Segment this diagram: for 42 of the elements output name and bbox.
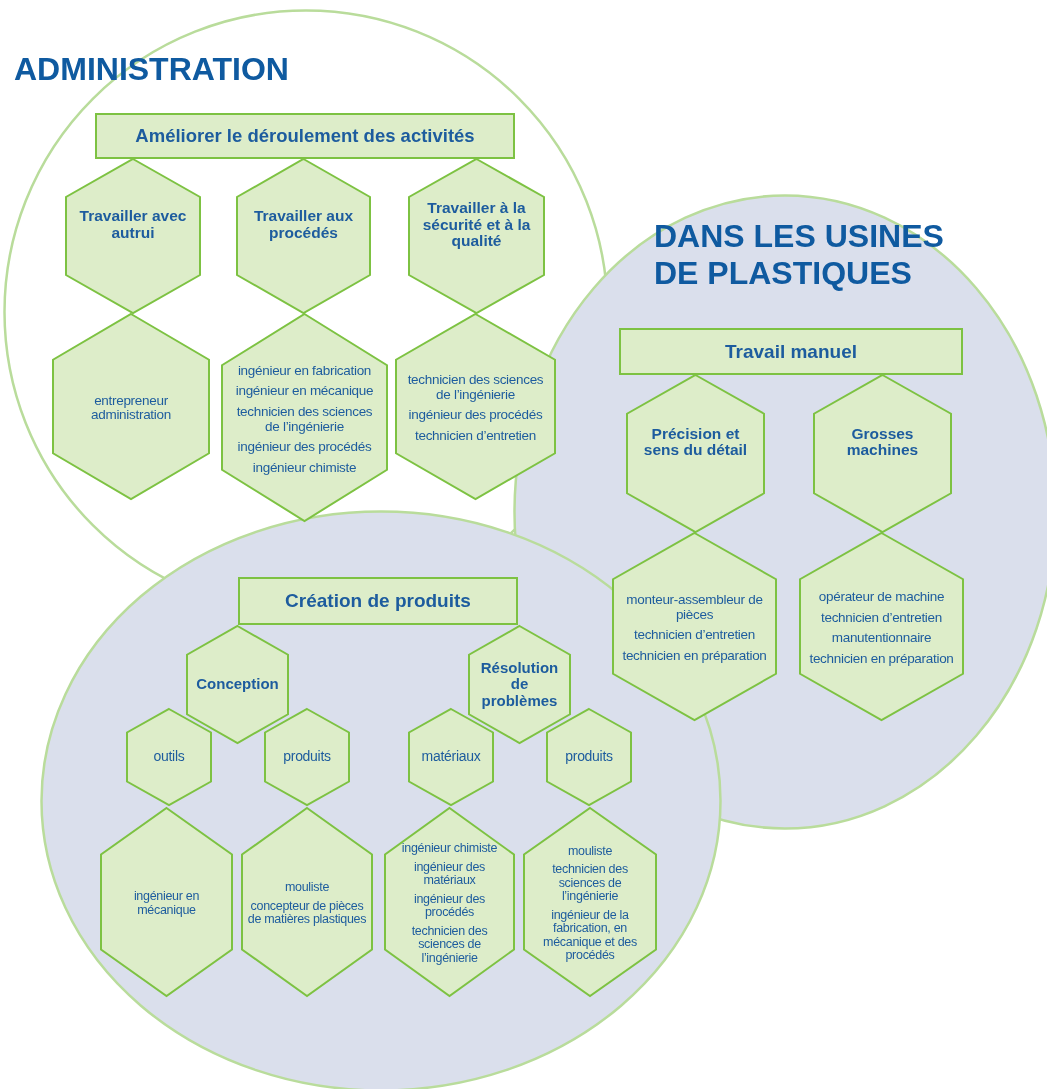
job-title: ingénieur de la fabrication, en mécanique et des procédés [542,908,638,963]
job-title: ingénieur des procédés [412,892,487,920]
job-title: technicien des sciences de l’ingénierie [410,924,489,966]
category-label: Grosses machines [845,425,920,460]
section-heading: DANS LES USINES DE PLASTIQUES [654,218,945,292]
job-title: technicien en préparation [622,648,767,664]
category-label: Conception [196,676,279,693]
job-title: technicien d’entretien [415,428,536,444]
job-title: produits [565,749,613,765]
job-title: produits [283,749,331,765]
job-title: ingénieur des matériaux [412,860,487,888]
job-title: technicien des sciences de l’ingénierie [406,373,545,403]
job-title: ingénieur chimiste [401,842,498,856]
job-title: technicien d’entretien [634,628,755,643]
category-label: Travailler avec autrui [78,208,188,242]
job-title: matériaux [421,749,481,765]
job-title: mouliste [567,844,613,859]
job-title: ingénieur des procédés [237,440,372,455]
section-heading: ADMINISTRATION [14,51,290,88]
job-title: monteur-assembleur de pièces [625,593,764,623]
job-title: mouliste [284,881,330,895]
category-heading-box: Améliorer le déroulement des activités [95,113,515,159]
job-title: ingénieur en mécanique [235,384,374,399]
job-title: outils [153,749,185,765]
category-label: Travailler à la sécurité et à la qualité [421,199,532,251]
job-title: ingénieur en mécanique [132,890,201,918]
category-heading-box: Travail manuel [619,328,963,375]
job-title: ingénieur des procédés [408,408,543,423]
job-title: concepteur de pièces de matières plastiques [247,899,367,927]
category-label: Précision et sens du détail [642,425,749,460]
job-title: opérateur de machine [818,590,945,605]
job-title: manutentionnaire [831,631,932,646]
job-title: ingénieur en fabrication [237,363,372,379]
job-title: entrepreneur administration [90,393,172,423]
job-title: ingénieur chimiste [252,460,357,476]
job-title: technicien en préparation [809,651,954,667]
category-label: Travailler aux procédés [252,208,355,242]
job-title: technicien des sciences de l’ingénierie [551,863,629,904]
job-title: technicien d’entretien [821,610,942,626]
job-title: technicien des sciences de l’ingénierie [235,405,374,435]
category-label: Résolution de problèmes [479,660,560,709]
category-heading-box: Création de produits [238,577,518,625]
